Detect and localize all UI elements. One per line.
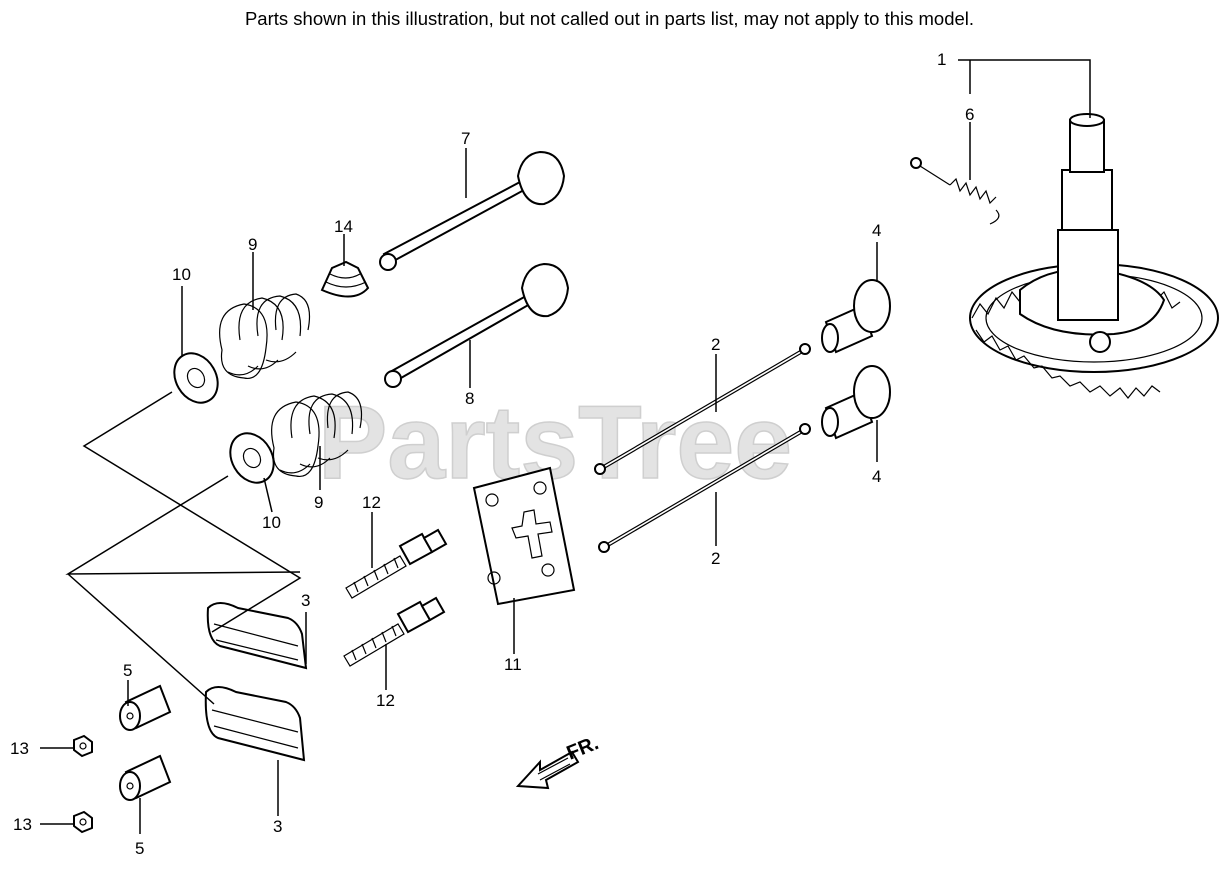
valve-spring-upper — [219, 293, 311, 380]
callout-7: 7 — [461, 129, 470, 148]
nut-lower — [73, 810, 93, 834]
diagram-notice: Parts shown in this illustration, but no… — [244, 8, 975, 29]
pivot-bolt-upper — [345, 528, 448, 599]
callout-3-upper: 3 — [301, 591, 310, 610]
rocker-arm-lower — [204, 686, 306, 762]
camshaft-gear — [969, 113, 1219, 399]
callout-1: 1 — [937, 50, 946, 69]
callout-4-lower: 4 — [872, 467, 881, 486]
tappet-lower — [821, 365, 891, 440]
watermark: PartsTree — [318, 385, 792, 501]
grouping-lines — [65, 391, 302, 705]
spring-retainer-lower — [229, 432, 275, 484]
callout-12-lower: 12 — [376, 691, 395, 710]
callout-5-lower: 5 — [135, 839, 144, 858]
callout-6: 6 — [965, 105, 974, 124]
callout-3-lower: 3 — [273, 817, 282, 836]
rocker-arm-upper — [206, 602, 308, 670]
callout-11: 11 — [504, 655, 522, 674]
push-rod-lower — [598, 423, 811, 553]
callout-13-lower: 13 — [13, 815, 32, 834]
pivot-bolt-lower — [343, 596, 446, 667]
push-rod-upper — [594, 343, 811, 475]
front-direction-arrow: FR. — [515, 732, 602, 790]
push-rod-guide-plate — [472, 466, 576, 606]
callout-8: 8 — [465, 389, 474, 408]
callout-13-upper: 13 — [10, 739, 29, 758]
valve-spring-lower — [271, 391, 363, 478]
callout-12-upper: 12 — [362, 493, 381, 512]
sleeve-upper — [119, 684, 172, 731]
governor-spring — [910, 157, 1000, 225]
callout-10-upper: 10 — [172, 265, 191, 284]
valve-intake — [384, 262, 570, 388]
valve-exhaust — [379, 150, 566, 271]
sleeve-lower — [119, 754, 172, 801]
callout-4-upper: 4 — [872, 221, 881, 240]
callout-10-lower: 10 — [262, 513, 281, 532]
tappet-upper — [821, 279, 891, 354]
valve-stem-seal — [320, 260, 370, 298]
leader-lines — [40, 59, 1091, 834]
callout-9-upper: 9 — [248, 235, 257, 254]
callout-9-lower: 9 — [314, 493, 323, 512]
callout-2-upper: 2 — [711, 335, 720, 354]
callouts: 1 6 7 14 9 10 8 4 2 4 9 10 12 2 3 5 11 1… — [10, 50, 974, 858]
spring-retainer-upper — [173, 352, 219, 404]
callout-14: 14 — [334, 217, 353, 236]
callout-5-upper: 5 — [123, 661, 132, 680]
callout-2-lower: 2 — [711, 549, 720, 568]
direction-label: FR. — [564, 732, 602, 764]
nut-upper — [73, 734, 93, 758]
